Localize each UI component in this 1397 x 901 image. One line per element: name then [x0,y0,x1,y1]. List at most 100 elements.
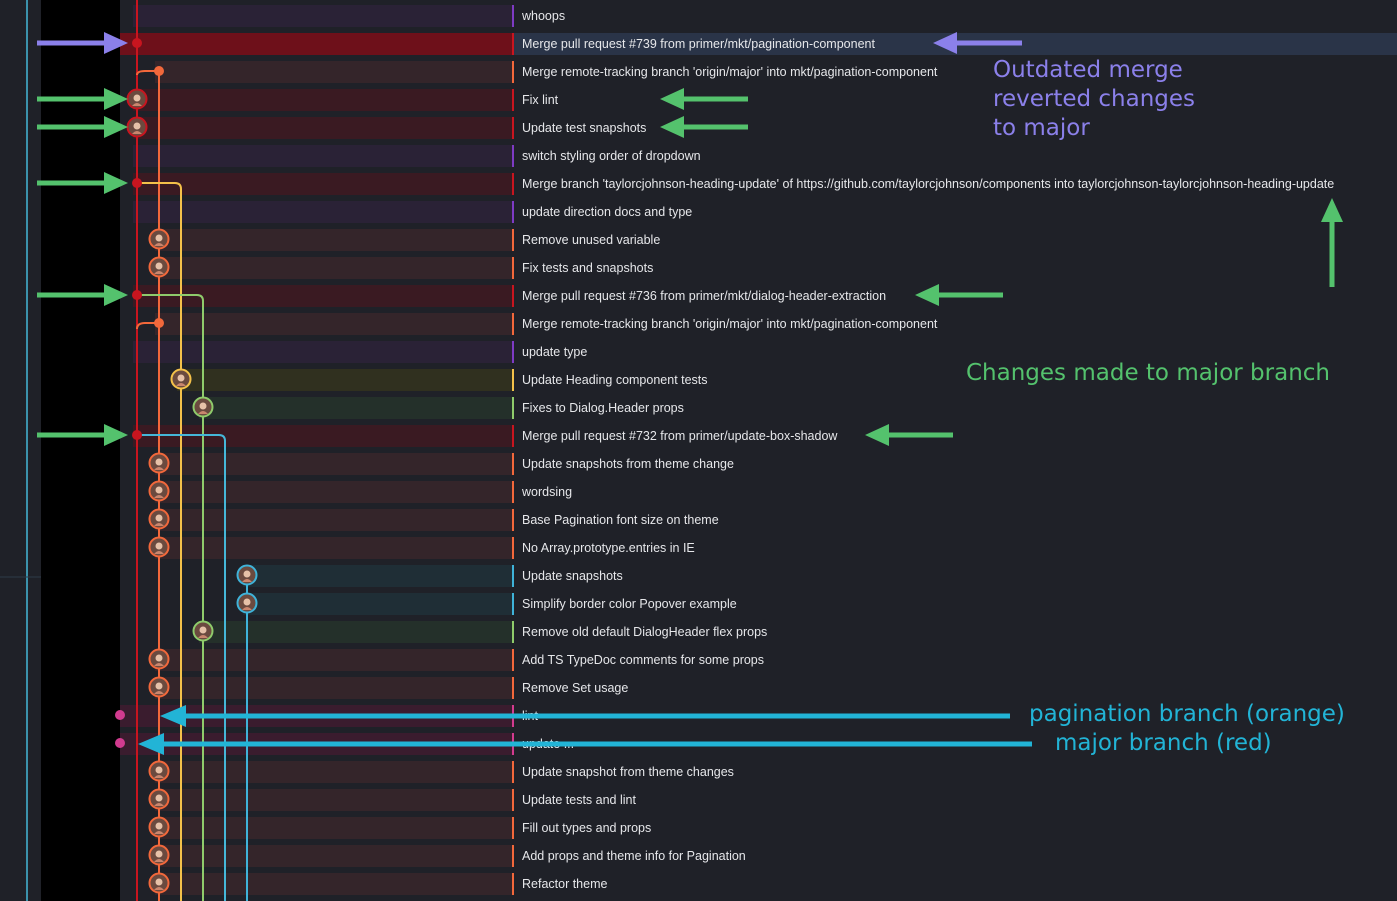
commit-row-lane-bg [177,369,512,391]
commit-row-lane-bg [120,33,512,55]
commit-message: update direction docs and type [522,205,693,219]
commit-message: Merge pull request #736 from primer/mkt/… [522,289,887,303]
commit-row[interactable]: No Array.prototype.entries in IE [120,533,1397,561]
commit-row-marker [512,201,514,223]
commit-row[interactable]: Merge remote-tracking branch 'origin/maj… [120,57,1397,85]
commit-row[interactable]: Remove old default DialogHeader flex pro… [120,617,1397,645]
commit-row[interactable]: Update snapshots [120,561,1397,589]
commit-row-marker [512,677,514,699]
commit-row[interactable]: Fixes to Dialog.Header props [120,393,1397,421]
commit-message: Remove unused variable [522,233,661,247]
commit-message: Update Heading component tests [522,373,708,387]
commit-row[interactable]: switch styling order of dropdown [120,141,1397,169]
commit-row[interactable]: Remove Set usage [120,673,1397,701]
commit-row-lane-bg [155,537,512,559]
commit-message: No Array.prototype.entries in IE [522,541,695,555]
commit-row[interactable]: Update tests and lint [120,785,1397,813]
commit-row-lane-bg [155,677,512,699]
commit-message: wordsing [522,485,573,499]
commit-row[interactable]: Refactor theme [120,869,1397,897]
annotation-outdated-merge: Outdated merge reverted changes to major [993,56,1195,143]
commit-row-lane-bg [133,173,512,195]
commit-row-lane-bg [133,89,512,111]
commit-message: Update snapshot from theme changes [522,765,734,779]
commit-row-marker [512,33,514,55]
commit-message: Merge branch 'taylorcjohnson-heading-upd… [522,177,1335,191]
commit-message: Fill out types and props [522,821,652,835]
commit-row-marker [512,453,514,475]
commit-row-lane-bg [155,229,512,251]
commit-message: Base Pagination font size on theme [522,513,719,527]
commit-message: update type [522,345,588,359]
commit-row-marker [512,397,514,419]
commit-message: Merge pull request #739 from primer/mkt/… [522,37,875,51]
commit-row-lane-bg [155,61,512,83]
commit-row-marker [512,117,514,139]
commit-message: Update tests and lint [522,793,636,807]
commit-row[interactable]: Remove unused variable [120,225,1397,253]
commit-row[interactable]: Merge pull request #739 from primer/mkt/… [120,29,1397,57]
commit-row[interactable]: Add props and theme info for Pagination [120,841,1397,869]
commit-row-marker [512,313,514,335]
commit-row[interactable]: wordsing [120,477,1397,505]
commit-row-lane-bg [120,705,512,727]
commit-row-lane-bg [155,649,512,671]
commit-message: Refactor theme [522,877,608,891]
commit-row-lane-bg [155,873,512,895]
commit-row-marker [512,621,514,643]
commit-row-lane-bg [243,565,512,587]
commit-row-lane-bg [133,285,512,307]
commit-row-lane-bg [155,481,512,503]
commit-row[interactable]: Update snapshot from theme changes [120,757,1397,785]
commit-message: Fixes to Dialog.Header props [522,401,684,415]
commit-row-lane-bg [155,845,512,867]
commit-row[interactable]: Merge branch 'taylorcjohnson-heading-upd… [120,169,1397,197]
commit-row[interactable]: Base Pagination font size on theme [120,505,1397,533]
commit-row-marker [512,145,514,167]
commit-row-marker [512,845,514,867]
commit-row[interactable]: Update test snapshots [120,113,1397,141]
commit-row[interactable]: update type [120,337,1397,365]
annotation-major-branch: major branch (red) [1055,730,1272,756]
commit-row-lane-bg [155,453,512,475]
commit-row-lane-bg [133,145,512,167]
commit-row-marker [512,593,514,615]
commit-row[interactable]: Merge pull request #732 from primer/upda… [120,421,1397,449]
commit-row-lane-bg [155,257,512,279]
annotation-outdated-line2: reverted changes [993,86,1196,112]
commit-row-lane-bg [155,789,512,811]
annotation-outdated-line1: Outdated merge [993,57,1183,83]
commit-row[interactable]: Simplify border color Popover example [120,589,1397,617]
commit-message: whoops [522,9,566,23]
commit-row-lane-bg [133,117,512,139]
commit-row-marker [512,89,514,111]
commit-row[interactable]: Fix tests and snapshots [120,253,1397,281]
left-gutter [0,0,41,901]
commit-row-marker [512,5,514,27]
commit-row[interactable]: Update Heading component tests [120,365,1397,393]
commit-message: Merge remote-tracking branch 'origin/maj… [522,65,938,79]
commit-message: Add props and theme info for Pagination [522,849,746,863]
commit-row[interactable]: update direction docs and type [120,197,1397,225]
commit-row-marker [512,733,514,755]
commit-message: Remove Set usage [522,681,629,695]
commit-message: Merge pull request #732 from primer/upda… [522,429,838,443]
commit-row-marker [512,537,514,559]
commit-row-marker [512,369,514,391]
commit-row[interactable]: Fill out types and props [120,813,1397,841]
commit-row-marker [512,873,514,895]
commit-row-lane-bg [199,397,512,419]
commit-row-lane-bg [199,621,512,643]
commit-row[interactable]: Merge remote-tracking branch 'origin/maj… [120,309,1397,337]
branch-panel [41,0,120,901]
commit-row-lane-bg [155,817,512,839]
commit-row[interactable]: whoops [120,1,1397,29]
commit-message: Remove old default DialogHeader flex pro… [522,625,768,639]
commit-row[interactable]: Merge pull request #736 from primer/mkt/… [120,281,1397,309]
commit-row[interactable]: Fix lint [120,85,1397,113]
commit-message: Update snapshots [522,569,623,583]
commit-row[interactable]: Update snapshots from theme change [120,449,1397,477]
commit-message: Simplify border color Popover example [522,597,737,611]
commit-row-marker [512,817,514,839]
commit-row[interactable]: Add TS TypeDoc comments for some props [120,645,1397,673]
